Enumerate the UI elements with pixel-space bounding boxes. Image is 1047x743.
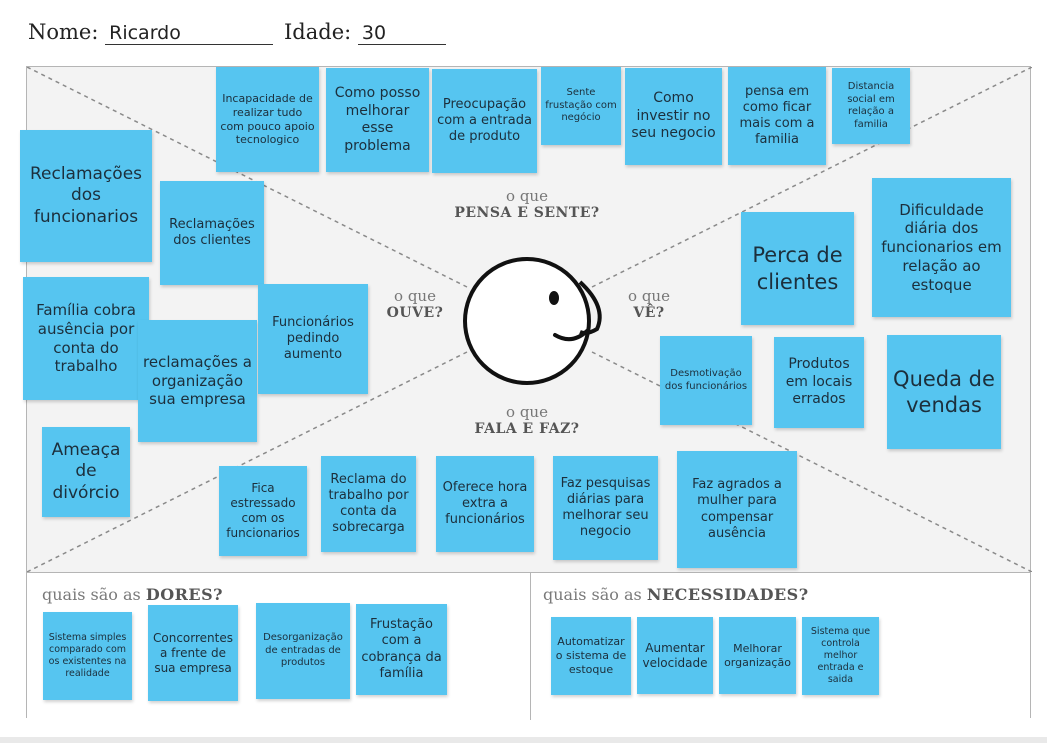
diagonal-top-right [591, 67, 1032, 288]
sticky-note[interactable]: Preocupação com a entrada de produto [432, 69, 537, 173]
sticky-note[interactable]: Dificuldade diária dos funcionarios em r… [872, 178, 1011, 317]
section-title-necessidades: quais são as NECESSIDADES? [543, 585, 809, 604]
sticky-note[interactable]: Funcionários pedindo aumento [258, 284, 368, 394]
sticky-note[interactable]: Sistema que controla melhor entrada e sa… [802, 617, 879, 695]
ve-pre: o que [628, 287, 670, 305]
name-value: Ricardo [105, 22, 274, 45]
bottom-edge [0, 737, 1047, 743]
sticky-note[interactable]: Perca de clientes [741, 212, 854, 325]
fala-pre: o que [506, 403, 548, 421]
face-icon [463, 257, 602, 385]
sticky-note[interactable]: Automatizar o sistema de estoque [551, 617, 631, 695]
quadrant-diagonals [27, 67, 1032, 572]
sticky-note[interactable]: Fica estressado com os funcionarios [219, 466, 307, 556]
sticky-note[interactable]: Reclamações dos clientes [160, 181, 264, 285]
quadrant-label-ve: o que VÊ? [599, 287, 699, 321]
ouve-main: OUVE? [386, 305, 444, 321]
sticky-note[interactable]: Faz agrados a mulher para compensar ausê… [677, 451, 797, 568]
sticky-note[interactable]: reclamações a organização sua empresa [138, 320, 257, 442]
dores-pre: quais são as [42, 585, 141, 604]
sticky-note[interactable]: Como posso melhorar esse problema [326, 68, 429, 172]
sticky-note[interactable]: Incapacidade de realizar tudo com pouco … [216, 67, 319, 172]
necessidades-pre: quais são as [543, 585, 642, 604]
sticky-note[interactable]: Ameaça de divórcio [42, 427, 130, 517]
quadrant-label-fala: o que FALA E FAZ? [427, 403, 627, 437]
sticky-note[interactable]: Reclama do trabalho por conta da sobreca… [321, 456, 416, 552]
name-label: Nome: [28, 20, 99, 44]
sticky-note[interactable]: Desmotivação dos funcionários [660, 336, 752, 425]
ve-main: VÊ? [633, 305, 665, 321]
diagonal-bottom-left [27, 351, 468, 572]
age-field: Idade: 30 [284, 20, 446, 45]
dores-main: DORES? [145, 585, 224, 604]
sticky-note[interactable]: Família cobra ausência por conta do trab… [23, 277, 149, 400]
sticky-note[interactable]: Queda de vendas [887, 335, 1001, 449]
age-label: Idade: [284, 20, 352, 44]
diagonal-top-left [27, 67, 468, 288]
sticky-note[interactable]: Aumentar velocidade [637, 617, 713, 694]
sticky-note[interactable]: Produtos em locais errados [774, 337, 864, 428]
name-field: Nome: Ricardo [28, 20, 274, 45]
pensa-main: PENSA E SENTE? [454, 205, 600, 221]
sticky-note[interactable]: Melhorar organização [719, 617, 796, 694]
sticky-note[interactable]: Distancia social em relação a familia [832, 68, 910, 144]
sticky-note[interactable]: Sente frustação com negócio [541, 67, 621, 145]
age-value: 30 [357, 22, 446, 45]
sticky-note[interactable]: pensa em como ficar mais com a familia [728, 67, 826, 165]
sticky-note[interactable]: Como investir no seu negocio [625, 68, 722, 165]
bottom-divider [530, 573, 531, 720]
sticky-note[interactable]: Sistema simples comparado com os existen… [43, 612, 132, 700]
sticky-note[interactable]: Oferece hora extra a funcionários [436, 456, 534, 552]
ouve-pre: o que [394, 287, 436, 305]
section-title-dores: quais são as DORES? [42, 585, 223, 604]
quadrant-label-ouve: o que OUVE? [365, 287, 465, 321]
fala-main: FALA E FAZ? [474, 421, 580, 437]
sticky-note[interactable]: Concorrentes a frente de sua empresa [148, 605, 238, 701]
necessidades-main: NECESSIDADES? [646, 585, 809, 604]
sticky-note[interactable]: Faz pesquisas diárias para melhorar seu … [553, 456, 658, 560]
sticky-note[interactable]: Reclamações dos funcionarios [20, 130, 152, 262]
quadrant-label-pensa: o que PENSA E SENTE? [427, 187, 627, 221]
sticky-note[interactable]: Desorganização de entradas de produtos [256, 603, 350, 699]
sticky-note[interactable]: Frustação com a cobrança da família [356, 604, 447, 695]
pensa-pre: o que [506, 187, 548, 205]
